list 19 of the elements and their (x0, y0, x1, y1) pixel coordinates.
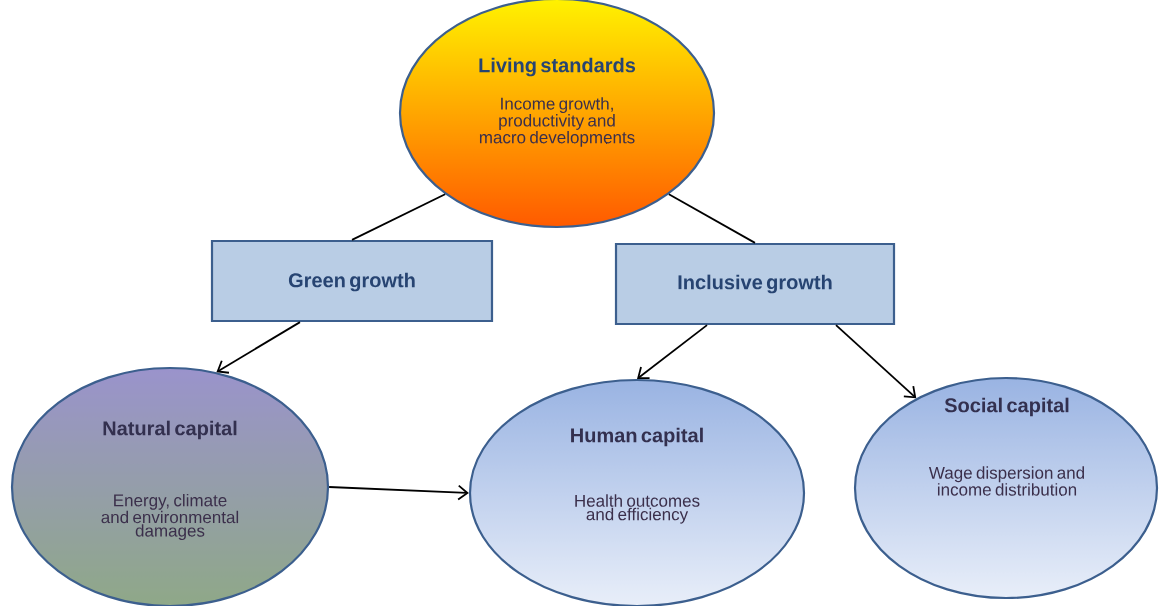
process-box (614, 242, 896, 326)
node-title: Human capital (571, 427, 703, 447)
node-title: Social capital (944, 397, 1069, 417)
node-text: Wage dispersion and income distribution (928, 466, 1084, 496)
node-title: Natural capital (103, 420, 237, 440)
process-box (210, 239, 494, 323)
node-text: Energy, climate and environmental damages (101, 493, 239, 541)
node-text: Income growth, productivity and macro developments (479, 97, 635, 147)
node-title: Living standards (479, 57, 636, 77)
arrow (328, 484, 469, 501)
box-label: Green growth (288, 272, 415, 292)
arrow (835, 324, 917, 399)
arrow (637, 324, 708, 379)
oval (853, 376, 1159, 600)
oval (10, 366, 330, 606)
arrow (216, 321, 301, 374)
oval (468, 378, 806, 606)
box-label: Inclusive growth (678, 274, 832, 294)
node-text: Health outcomes and efficiency (575, 494, 700, 524)
